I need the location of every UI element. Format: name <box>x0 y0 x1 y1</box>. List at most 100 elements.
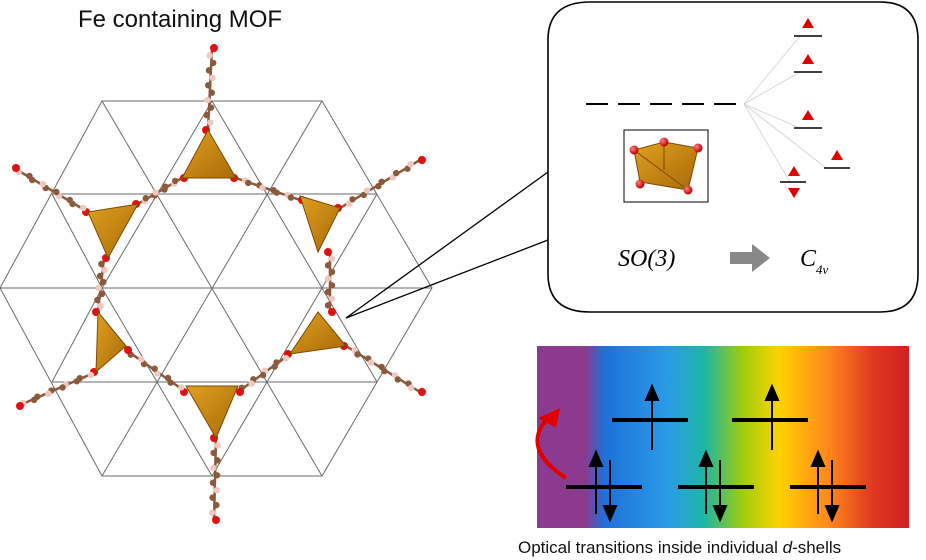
hydrogen-atom <box>210 464 217 472</box>
carbon-atom <box>354 351 361 358</box>
linker-bond <box>67 380 76 386</box>
fe-tetrahedra <box>87 128 347 440</box>
carbon-atom <box>53 188 60 196</box>
carbon-atom <box>140 360 148 368</box>
carbon-atom <box>94 296 101 304</box>
linker-bond <box>171 381 181 389</box>
carbon-atom <box>213 501 220 509</box>
symmetry-to-label: C4v <box>800 246 829 277</box>
caption-prefix: Optical transitions inside individual <box>518 538 783 557</box>
carbon-atom <box>324 302 332 309</box>
carbon-atom <box>375 182 382 190</box>
carbon-atom <box>210 449 217 457</box>
linker-bond <box>368 185 378 192</box>
carbon-atom <box>287 194 295 201</box>
hydrogen-atom <box>207 119 214 126</box>
carbon-atom <box>394 376 402 383</box>
carbon-atom <box>404 165 411 172</box>
linker-bond <box>264 186 272 192</box>
spectrum-background <box>537 346 909 528</box>
hydrogen-atom <box>204 96 211 104</box>
carbon-atom <box>381 367 388 375</box>
carbon-atom <box>66 196 74 204</box>
upper-spin-arrows <box>644 383 780 450</box>
carbon-atom <box>164 374 172 382</box>
carbon-atom <box>245 179 252 187</box>
linker-bond <box>81 373 90 380</box>
carbon-atom <box>273 189 280 196</box>
linker-bond <box>158 372 167 380</box>
carbon-atom <box>100 278 107 286</box>
oxygen-atom <box>328 308 336 316</box>
split-levels <box>780 35 850 183</box>
figure-title: Fe containing MOF <box>78 6 283 33</box>
oxygen-atom <box>418 388 426 396</box>
carbon-atom <box>209 494 216 501</box>
oxygen-atom <box>210 44 218 52</box>
linker-bond <box>24 398 33 405</box>
unit-cell-lattice <box>0 100 433 477</box>
spin-markers <box>788 18 843 198</box>
hydrogen-atom <box>87 371 95 379</box>
oxygen-atom <box>212 516 220 524</box>
hydrogen-atom <box>154 370 161 377</box>
carbon-atom <box>328 282 336 289</box>
optical-spectrum-panel <box>535 346 909 528</box>
carbon-atom <box>162 183 169 190</box>
tetrahedron-icon <box>288 311 347 355</box>
carbon-atom <box>213 472 221 479</box>
mof-structure <box>0 44 433 524</box>
linker-bond <box>382 176 392 183</box>
carbon-atom <box>259 371 267 379</box>
carbon-atom <box>151 365 158 372</box>
carbon-atom <box>30 396 38 404</box>
carbon-atom <box>210 59 217 67</box>
organic-linkers <box>12 44 426 524</box>
oxygen-atom <box>236 388 244 396</box>
carbon-atom <box>204 82 212 89</box>
hydrogen-atom <box>346 200 353 207</box>
carbon-atom <box>324 262 332 269</box>
hydrogen-atom <box>95 284 102 292</box>
caption-suffix: -shells <box>792 538 842 557</box>
carbon-atom <box>98 260 105 268</box>
carbon-atom <box>214 457 221 464</box>
carbon-atom <box>209 479 217 486</box>
hydrogen-atom <box>97 302 104 310</box>
hydrogen-atom <box>45 390 52 397</box>
tetrahedron-icon <box>87 203 139 260</box>
oxygen-atom <box>16 402 24 410</box>
tetrahedron-icon <box>185 385 239 440</box>
hydrogen-atom <box>248 380 255 387</box>
hydrogen-atom <box>138 356 145 363</box>
linker-bond <box>278 191 287 197</box>
carbon-atom <box>203 111 210 119</box>
carbon-atom <box>378 178 385 186</box>
symmetry-from-label: SO(3) <box>618 246 675 272</box>
hydrogen-atom <box>367 359 375 366</box>
hydrogen-atom <box>389 174 397 181</box>
tetrahedron-icon <box>95 310 127 374</box>
tetrahedron-icon <box>181 128 237 179</box>
oxygen-atom <box>12 164 20 172</box>
carbon-atom <box>142 195 149 202</box>
carbon-atom <box>26 172 33 180</box>
linker-bond <box>131 353 141 361</box>
hydrogen-atom <box>259 184 266 191</box>
carbon-atom <box>328 268 336 276</box>
carbon-atom <box>73 378 80 385</box>
hydrogen-atom <box>283 355 290 362</box>
callout-pointer <box>345 171 549 319</box>
linker-bond <box>249 181 258 187</box>
hydrogen-atom <box>214 442 222 449</box>
hydrogen-atom <box>408 384 415 392</box>
oxygen-atom <box>418 156 426 164</box>
linker-bond <box>145 362 154 370</box>
carbon-atom <box>96 272 104 280</box>
carbon-atom <box>167 379 174 386</box>
linker-bond <box>38 392 47 398</box>
hydrogen-atom <box>101 266 108 274</box>
carbon-atom <box>349 196 356 203</box>
fe-oxygen-tetrahedron-icon <box>629 137 703 195</box>
